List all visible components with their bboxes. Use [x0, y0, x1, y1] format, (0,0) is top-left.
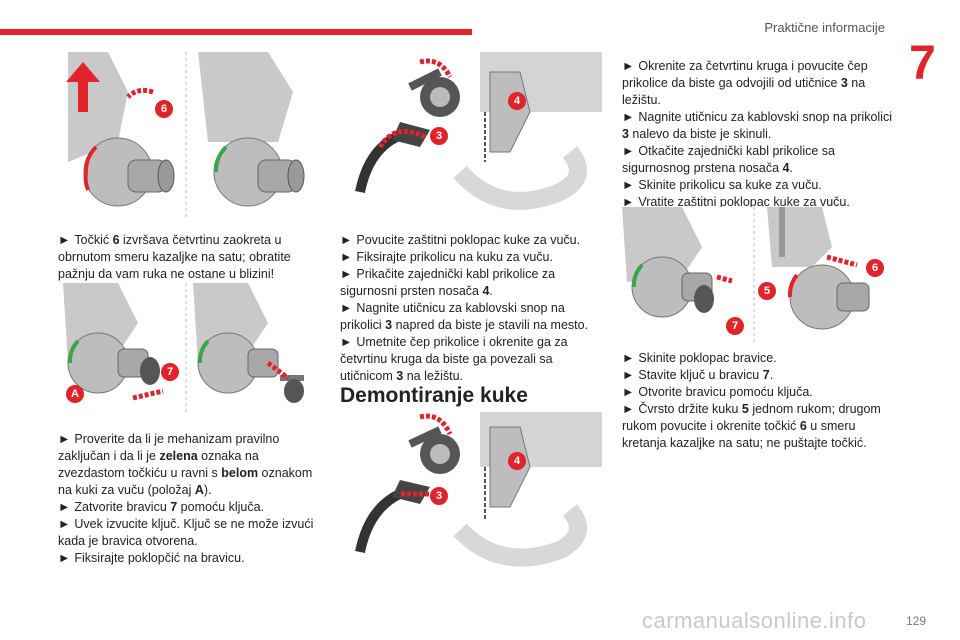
callout-badge: 3 [430, 127, 448, 145]
instruction-paragraph: ►Fiksirajte poklopčić na bravicu. [58, 551, 245, 565]
arrow-bullet-icon: ► [622, 351, 635, 365]
column-1-text-top: ►Točkić 6 izvršava četvrtinu zaokreta u … [58, 232, 320, 283]
arrow-bullet-icon: ► [58, 432, 71, 446]
arrow-bullet-icon: ► [58, 500, 71, 514]
figure-lock-position: A 7 [58, 283, 313, 415]
arrow-bullet-icon: ► [340, 335, 353, 349]
callout-badge: 6 [155, 100, 173, 118]
watermark: carmanualsonline.info [642, 608, 867, 633]
instruction-paragraph: ►Povucite zaštitni poklopac kuke za vuču… [340, 233, 581, 247]
arrow-bullet-icon: ► [622, 110, 635, 124]
callout-badge: 3 [430, 487, 448, 505]
arrow-bullet-icon: ► [340, 301, 353, 315]
figure-unlock-hitch: 6 5 7 [622, 207, 884, 343]
arrow-bullet-icon: ► [622, 368, 635, 382]
arrow-bullet-icon: ► [622, 59, 635, 73]
arrow-bullet-icon: ► [340, 250, 353, 264]
instruction-paragraph: ►Umetnite čep prikolice i okrenite ga za… [340, 335, 568, 383]
instruction-paragraph: ►Skinite prikolicu sa kuke za vuču. [622, 178, 822, 192]
chapter-number: 7 [909, 37, 936, 90]
page-number: 129 [905, 614, 926, 628]
instruction-paragraph: ►Uvek izvucite ključ. Ključ se ne može i… [58, 517, 314, 548]
arrow-bullet-icon: ► [340, 233, 353, 247]
instruction-paragraph: ►Čvrsto držite kuku 5 jednom rukom; drug… [622, 402, 881, 450]
callout-badge: 4 [508, 92, 526, 110]
instruction-paragraph: ►Skinite poklopac bravice. [622, 351, 777, 365]
arrow-bullet-icon: ► [622, 402, 635, 416]
callout-badge: 4 [508, 452, 526, 470]
callout-badge: 7 [726, 317, 744, 335]
instruction-paragraph: ►Vratite zaštitni poklopac kuke za vuču. [622, 195, 850, 209]
instruction-paragraph: ►Nagnite utičnicu za kablovski snop na p… [622, 110, 892, 141]
header-accent-bar [0, 29, 472, 35]
column-1-text-bottom: ►Proverite da li je mehanizam pravilno z… [58, 431, 328, 567]
instruction-paragraph: ►Otvorite bravicu pomoću ključa. [622, 385, 813, 399]
page-header-title: Praktične informacije [764, 20, 885, 35]
instruction-paragraph: ►Proverite da li je mehanizam pravilno z… [58, 432, 313, 497]
instruction-paragraph: ►Otkačite zajednički kabl prikolice sa s… [622, 144, 835, 175]
column-2-text: ►Povucite zaštitni poklopac kuke za vuču… [340, 232, 605, 385]
arrow-bullet-icon: ► [58, 233, 71, 247]
figure-socket-connect: 4 3 [340, 52, 602, 217]
arrow-bullet-icon: ► [622, 195, 635, 209]
callout-badge: 6 [866, 259, 884, 277]
figure-socket-disconnect: 4 3 [340, 412, 602, 572]
callout-badge: 5 [758, 282, 776, 300]
figure-hitch-wheel-turn: 6 [58, 52, 313, 217]
callout-badge: 7 [161, 363, 179, 381]
arrow-bullet-icon: ► [58, 517, 71, 531]
column-3-text-bottom: ►Skinite poklopac bravice. ►Stavite klju… [622, 350, 892, 452]
arrow-bullet-icon: ► [622, 178, 635, 192]
instruction-paragraph: ►Stavite ključ u bravicu 7. [622, 368, 774, 382]
instruction-paragraph: ►Fiksirajte prikolicu na kuku za vuču. [340, 250, 553, 264]
section-title: Demontiranje kuke [340, 384, 528, 407]
arrow-bullet-icon: ► [622, 144, 635, 158]
instruction-paragraph: ►Prikačite zajednički kabl prikolice za … [340, 267, 556, 298]
instruction-paragraph: ►Zatvorite bravicu 7 pomoću ključa. [58, 500, 265, 514]
instruction-paragraph: ►Okrenite za četvrtinu kruga i povucite … [622, 59, 868, 107]
arrow-bullet-icon: ► [622, 385, 635, 399]
instruction-paragraph: ►Nagnite utičnicu za kablovski snop na p… [340, 301, 589, 332]
column-3-text-top: ►Okrenite za četvrtinu kruga i povucite … [622, 58, 892, 211]
arrow-bullet-icon: ► [340, 267, 353, 281]
callout-badge: A [66, 385, 84, 403]
instruction-paragraph: ►Točkić 6 izvršava četvrtinu zaokreta u … [58, 233, 291, 281]
arrow-bullet-icon: ► [58, 551, 71, 565]
